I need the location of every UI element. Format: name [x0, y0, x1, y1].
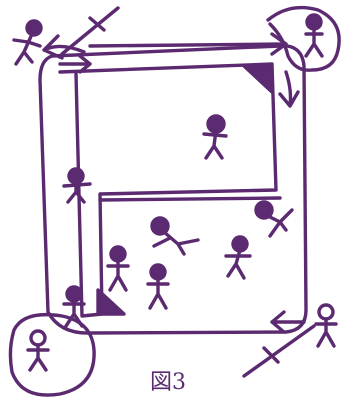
corner-marker-top-right	[242, 64, 274, 94]
figure-caption: 図3	[150, 370, 186, 395]
start-arrow-top	[42, 34, 86, 60]
top-right-circle	[266, 5, 341, 72]
inner-wall-lower	[98, 196, 282, 202]
pass-line-bottom	[242, 324, 316, 378]
top-lane-arrow	[88, 32, 288, 56]
inner-wall	[58, 62, 278, 318]
player-figures	[12, 13, 338, 372]
outer-lane	[38, 44, 308, 335]
bottom-left-circle	[8, 312, 96, 397]
pass-line-top	[60, 6, 120, 56]
right-down-arrow	[278, 70, 300, 108]
start-arrow-bottom	[58, 54, 92, 74]
corner-marker-bottom-left	[96, 288, 126, 316]
bottom-lane-arrow	[270, 310, 306, 334]
